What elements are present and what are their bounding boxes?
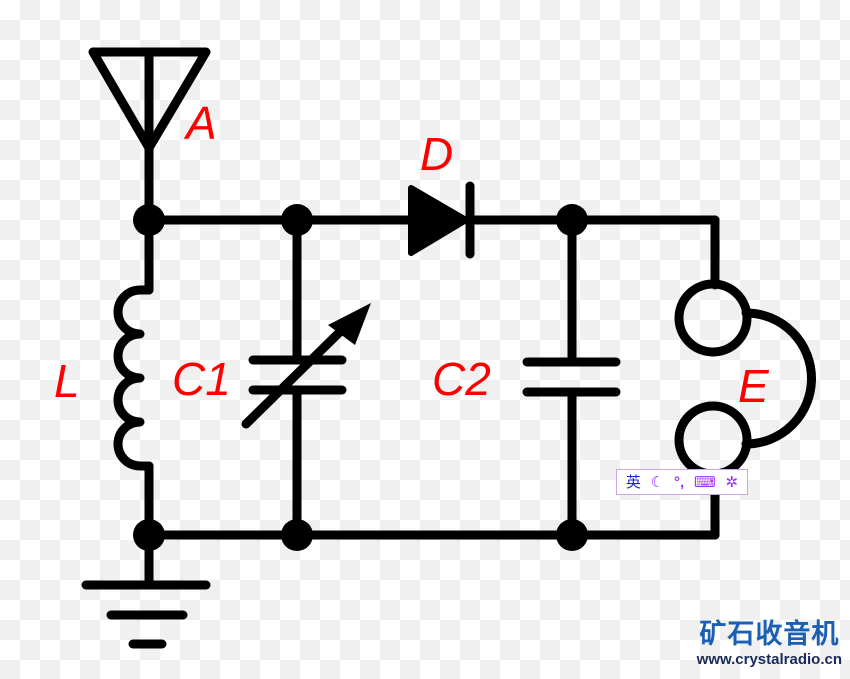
label-earphone: E (738, 360, 769, 412)
junction-dot (133, 519, 165, 551)
earphone-headband (741, 308, 816, 449)
ime-language-toggle[interactable]: 英 (625, 473, 641, 491)
label-capacitor: C2 (432, 353, 491, 405)
junction-dot (133, 204, 165, 236)
diode-triangle (408, 185, 469, 256)
ime-punctuation-toggle[interactable]: °, (674, 473, 685, 491)
c1-arrowhead (328, 303, 371, 345)
junction-dot (556, 204, 588, 236)
junction-dot (281, 204, 313, 236)
watermark-url: www.crystalradio.cn (696, 650, 842, 668)
junction-dot (281, 519, 313, 551)
c1-variable-arrow (241, 315, 357, 429)
moon-icon[interactable]: ☾ (650, 473, 665, 491)
inductor-coil (113, 285, 154, 471)
earphone-top (674, 279, 752, 357)
label-diode: D (420, 128, 454, 180)
watermark-title: 矿石收音机 (699, 619, 840, 650)
keyboard-icon[interactable]: ⌨ (693, 473, 716, 491)
label-variable-capacitor: C1 (172, 353, 231, 405)
earphone-bottom (674, 401, 752, 479)
label-antenna: A (186, 97, 217, 149)
ime-toolbar[interactable]: 英 ☾ °, ⌨ ✲ (616, 469, 748, 495)
gear-icon[interactable]: ✲ (725, 473, 739, 491)
label-inductor: L (54, 355, 80, 407)
junction-dot (556, 519, 588, 551)
watermark: 矿石收音机 www.crystalradio.cn (697, 620, 842, 669)
